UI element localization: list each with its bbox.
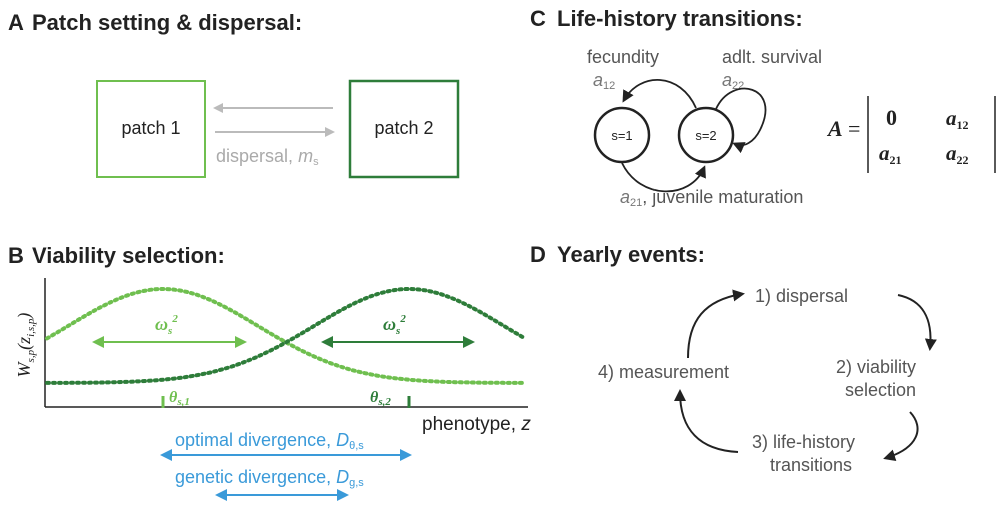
x-axis-label: phenotype, z	[422, 414, 531, 435]
event-3-line-2: transitions	[770, 455, 852, 475]
panel-b: B Viability selection: Ws,p(zi,s,p) ωs2 …	[8, 243, 531, 501]
dispersal-label: dispersal, ms	[216, 146, 319, 168]
fecundity-label: fecundity	[587, 47, 659, 67]
panel-d-title: Yearly events:	[557, 242, 705, 267]
genetic-divergence-label: genetic divergence, Dg,s	[175, 467, 364, 489]
maturation-label: a21, juvenile maturation	[620, 187, 803, 209]
fitness-curve-patch-1	[45, 287, 526, 385]
patch-1-label: patch 1	[121, 118, 180, 138]
patch-2-box	[348, 79, 460, 179]
a12-label: a12	[593, 70, 615, 92]
panel-d: D Yearly events: 1) dispersal 2) viabili…	[530, 242, 937, 475]
survival-arrow	[715, 87, 767, 154]
event-3-line-1: 3) life-history	[752, 432, 855, 452]
cycle-arrow-1-to-2	[897, 294, 937, 351]
fitness-curve-patch-2	[45, 287, 526, 385]
fecundity-arrow	[622, 79, 697, 109]
theta-2-label: θs,2	[370, 389, 391, 408]
state-2-label: s=2	[695, 128, 716, 143]
state-1-node	[593, 106, 651, 164]
omega-label-patch-1: ωs2	[155, 313, 178, 337]
matrix-cell-12: a12	[946, 106, 969, 132]
matrix-cell-22: a22	[946, 141, 969, 167]
omega-label-patch-2: ωs2	[383, 313, 406, 337]
maturation-arrow	[621, 162, 706, 193]
matrix-cell-21: a21	[879, 141, 902, 167]
patch-1-box	[96, 80, 206, 178]
panel-c: C Life-history transitions: fecundity a1…	[530, 6, 996, 209]
state-1-label: s=1	[611, 128, 632, 143]
cycle-arrow-2-to-3	[883, 411, 919, 462]
theta-1-label: θs,1	[169, 389, 190, 408]
panel-a: A Patch setting & dispersal: patch 1 pat…	[8, 10, 460, 179]
patch-2-label: patch 2	[374, 118, 433, 138]
panel-c-title: Life-history transitions:	[557, 6, 803, 31]
panel-c-letter: C	[530, 6, 546, 31]
matrix-equals: =	[848, 116, 860, 141]
panel-b-letter: B	[8, 243, 24, 268]
panel-d-letter: D	[530, 242, 546, 267]
event-4-measurement: 4) measurement	[598, 362, 729, 382]
panel-a-letter: A	[8, 10, 24, 35]
event-2-line-2: selection	[845, 380, 916, 400]
cycle-arrow-4-to-1	[687, 289, 745, 359]
event-2-line-1: 2) viability	[836, 357, 916, 377]
panel-b-title: Viability selection:	[32, 243, 225, 268]
matrix-symbol: A	[826, 116, 843, 141]
survival-label: adlt. survival	[722, 47, 822, 67]
panel-a-title: Patch setting & dispersal:	[32, 10, 302, 35]
optimal-divergence-label: optimal divergence, Dθ,s	[175, 430, 364, 452]
cycle-arrow-3-to-4	[674, 389, 739, 453]
state-2-node	[677, 106, 735, 164]
matrix-cell-11: 0	[886, 105, 897, 130]
y-axis-label: Ws,p(zi,s,p)	[14, 313, 37, 378]
event-1-dispersal: 1) dispersal	[755, 286, 848, 306]
